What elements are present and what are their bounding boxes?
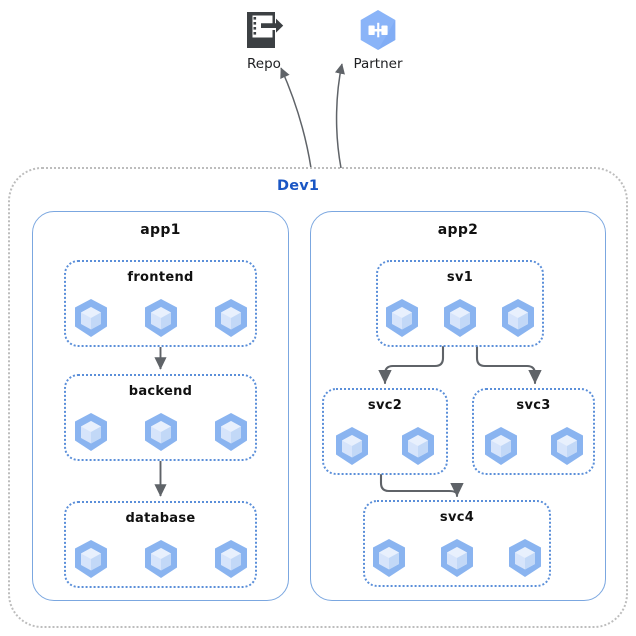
service-box-sv1[interactable]: sv1 <box>376 260 544 347</box>
pod-icon[interactable] <box>209 410 253 454</box>
service-box-svc2[interactable]: svc2 <box>322 388 448 475</box>
service-box-svc4[interactable]: svc4 <box>363 500 551 587</box>
service-title: svc4 <box>439 510 475 525</box>
pod-icon[interactable] <box>139 537 183 581</box>
pod-icon[interactable] <box>69 410 113 454</box>
external-node-partner[interactable]: Partner <box>323 8 433 72</box>
pod-icon[interactable] <box>209 537 253 581</box>
pod-icon[interactable] <box>396 424 440 468</box>
service-title: database <box>125 511 196 526</box>
pod-group <box>378 296 542 340</box>
service-title: backend <box>128 384 193 399</box>
cluster-title: Dev1 <box>277 178 320 194</box>
app-box-app1[interactable]: app1 <box>32 211 289 601</box>
pod-icon[interactable] <box>479 424 523 468</box>
pod-group <box>324 424 446 468</box>
cluster-dev1[interactable] <box>8 167 628 628</box>
pod-icon[interactable] <box>367 536 411 580</box>
service-title: svc2 <box>367 398 403 413</box>
service-box-svc3[interactable]: svc3 <box>472 388 595 475</box>
edge-dev1-to-partner <box>334 63 345 169</box>
pod-icon[interactable] <box>139 296 183 340</box>
pod-icon[interactable] <box>438 296 482 340</box>
service-box-database[interactable]: database <box>64 501 257 588</box>
pod-group <box>66 537 255 581</box>
pod-icon[interactable] <box>380 296 424 340</box>
pod-group <box>66 410 255 454</box>
pod-group <box>474 424 593 468</box>
app-title: app1 <box>140 222 181 238</box>
service-title: sv1 <box>446 270 474 285</box>
pod-icon[interactable] <box>435 536 479 580</box>
edge-dev1-to-repo <box>280 67 312 169</box>
pod-icon[interactable] <box>330 424 374 468</box>
service-box-backend[interactable]: backend <box>64 374 257 461</box>
app-box-app2[interactable]: app2 <box>310 211 606 601</box>
external-node-repo[interactable]: Repo <box>209 8 319 72</box>
pod-group <box>66 296 255 340</box>
pod-icon[interactable] <box>503 536 547 580</box>
external-node-label: Partner <box>353 56 403 72</box>
service-box-frontend[interactable]: frontend <box>64 260 257 347</box>
service-title: svc3 <box>516 398 551 413</box>
pod-icon[interactable] <box>209 296 253 340</box>
pod-group <box>365 536 549 580</box>
pod-icon[interactable] <box>545 424 589 468</box>
pod-icon[interactable] <box>139 410 183 454</box>
service-title: frontend <box>127 270 194 285</box>
external-node-label: Repo <box>247 56 281 72</box>
partner-hexagon-icon <box>323 8 433 54</box>
repo-export-icon <box>209 8 319 54</box>
pod-icon[interactable] <box>496 296 540 340</box>
pod-icon[interactable] <box>69 296 113 340</box>
pod-icon[interactable] <box>69 537 113 581</box>
app-title: app2 <box>437 222 479 238</box>
